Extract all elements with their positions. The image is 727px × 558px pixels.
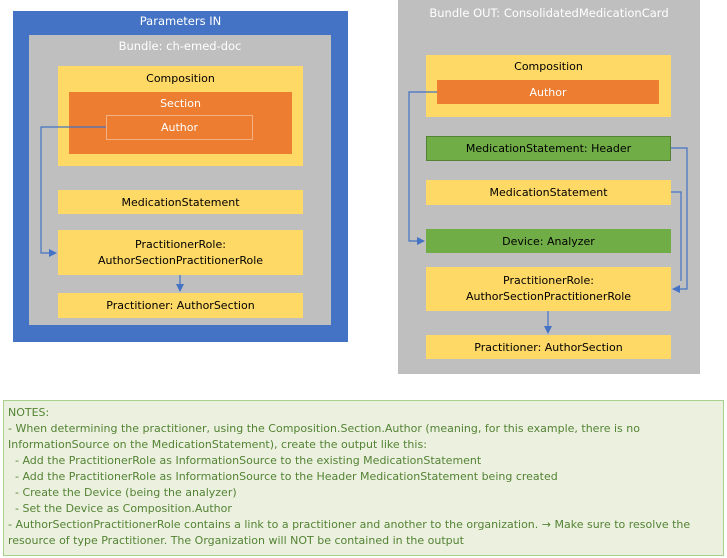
notes-line: - AuthorSectionPractitionerRole contains…: [8, 518, 691, 531]
notes-line: - Add the PractitionerRole as Informatio…: [8, 470, 558, 483]
parameters-in-title: Parameters IN: [139, 14, 222, 28]
notes-line: - Add the PractitionerRole as Informatio…: [8, 454, 482, 467]
author-in-box: Author: [106, 115, 253, 140]
notes-line: - Set the Device as Composition.Author: [8, 502, 232, 515]
composition-out-label: Composition: [514, 60, 583, 73]
practitioner-role-in-line2: AuthorSectionPractitionerRole: [97, 253, 264, 267]
section-in-label: Section: [160, 97, 201, 110]
bundle-out-title: Bundle OUT: ConsolidatedMedicationCard: [429, 6, 669, 20]
medication-statement-out-box: MedicationStatement: [426, 180, 671, 205]
notes-line: InformationSource on the MedicationState…: [8, 438, 427, 451]
connector-author-to-practitioner-role-in: [40, 126, 106, 257]
composition-in-label: Composition: [146, 72, 215, 85]
notes-line: NOTES:: [8, 406, 50, 419]
practitioner-role-out-line2: AuthorSectionPractitionerRole: [465, 290, 632, 303]
practitioner-role-out-box: PractitionerRole: AuthorSectionPractitio…: [426, 267, 671, 311]
connector-header-to-practitioner-role-out: [671, 147, 688, 293]
author-out-box: Author: [437, 80, 659, 104]
device-analyzer-box: Device: Analyzer: [426, 229, 671, 253]
practitioner-role-in-box: PractitionerRole: AuthorSectionPractitio…: [58, 230, 303, 275]
notes-line: resource of type Practitioner. The Organ…: [8, 534, 464, 547]
notes-line: - Create the Device (being the analyzer): [8, 486, 237, 499]
medication-statement-header-box: MedicationStatement: Header: [426, 136, 671, 161]
practitioner-out-box: Practitioner: AuthorSection: [426, 335, 671, 359]
connector-medication-statement-to-practitioner-role-out: [671, 191, 682, 281]
connector-author-to-device-out: [408, 91, 437, 245]
bundle-in-title: Bundle: ch-emed-doc: [118, 39, 242, 53]
practitioner-in-box: Practitioner: AuthorSection: [58, 293, 303, 318]
practitioner-role-in-line1: PractitionerRole:: [135, 237, 226, 251]
notes-line: - When determining the practitioner, usi…: [8, 422, 640, 435]
medication-statement-in-box: MedicationStatement: [58, 190, 303, 214]
practitioner-role-out-line1: PractitionerRole:: [503, 274, 594, 287]
notes-box: NOTES: - When determining the practition…: [3, 400, 724, 556]
